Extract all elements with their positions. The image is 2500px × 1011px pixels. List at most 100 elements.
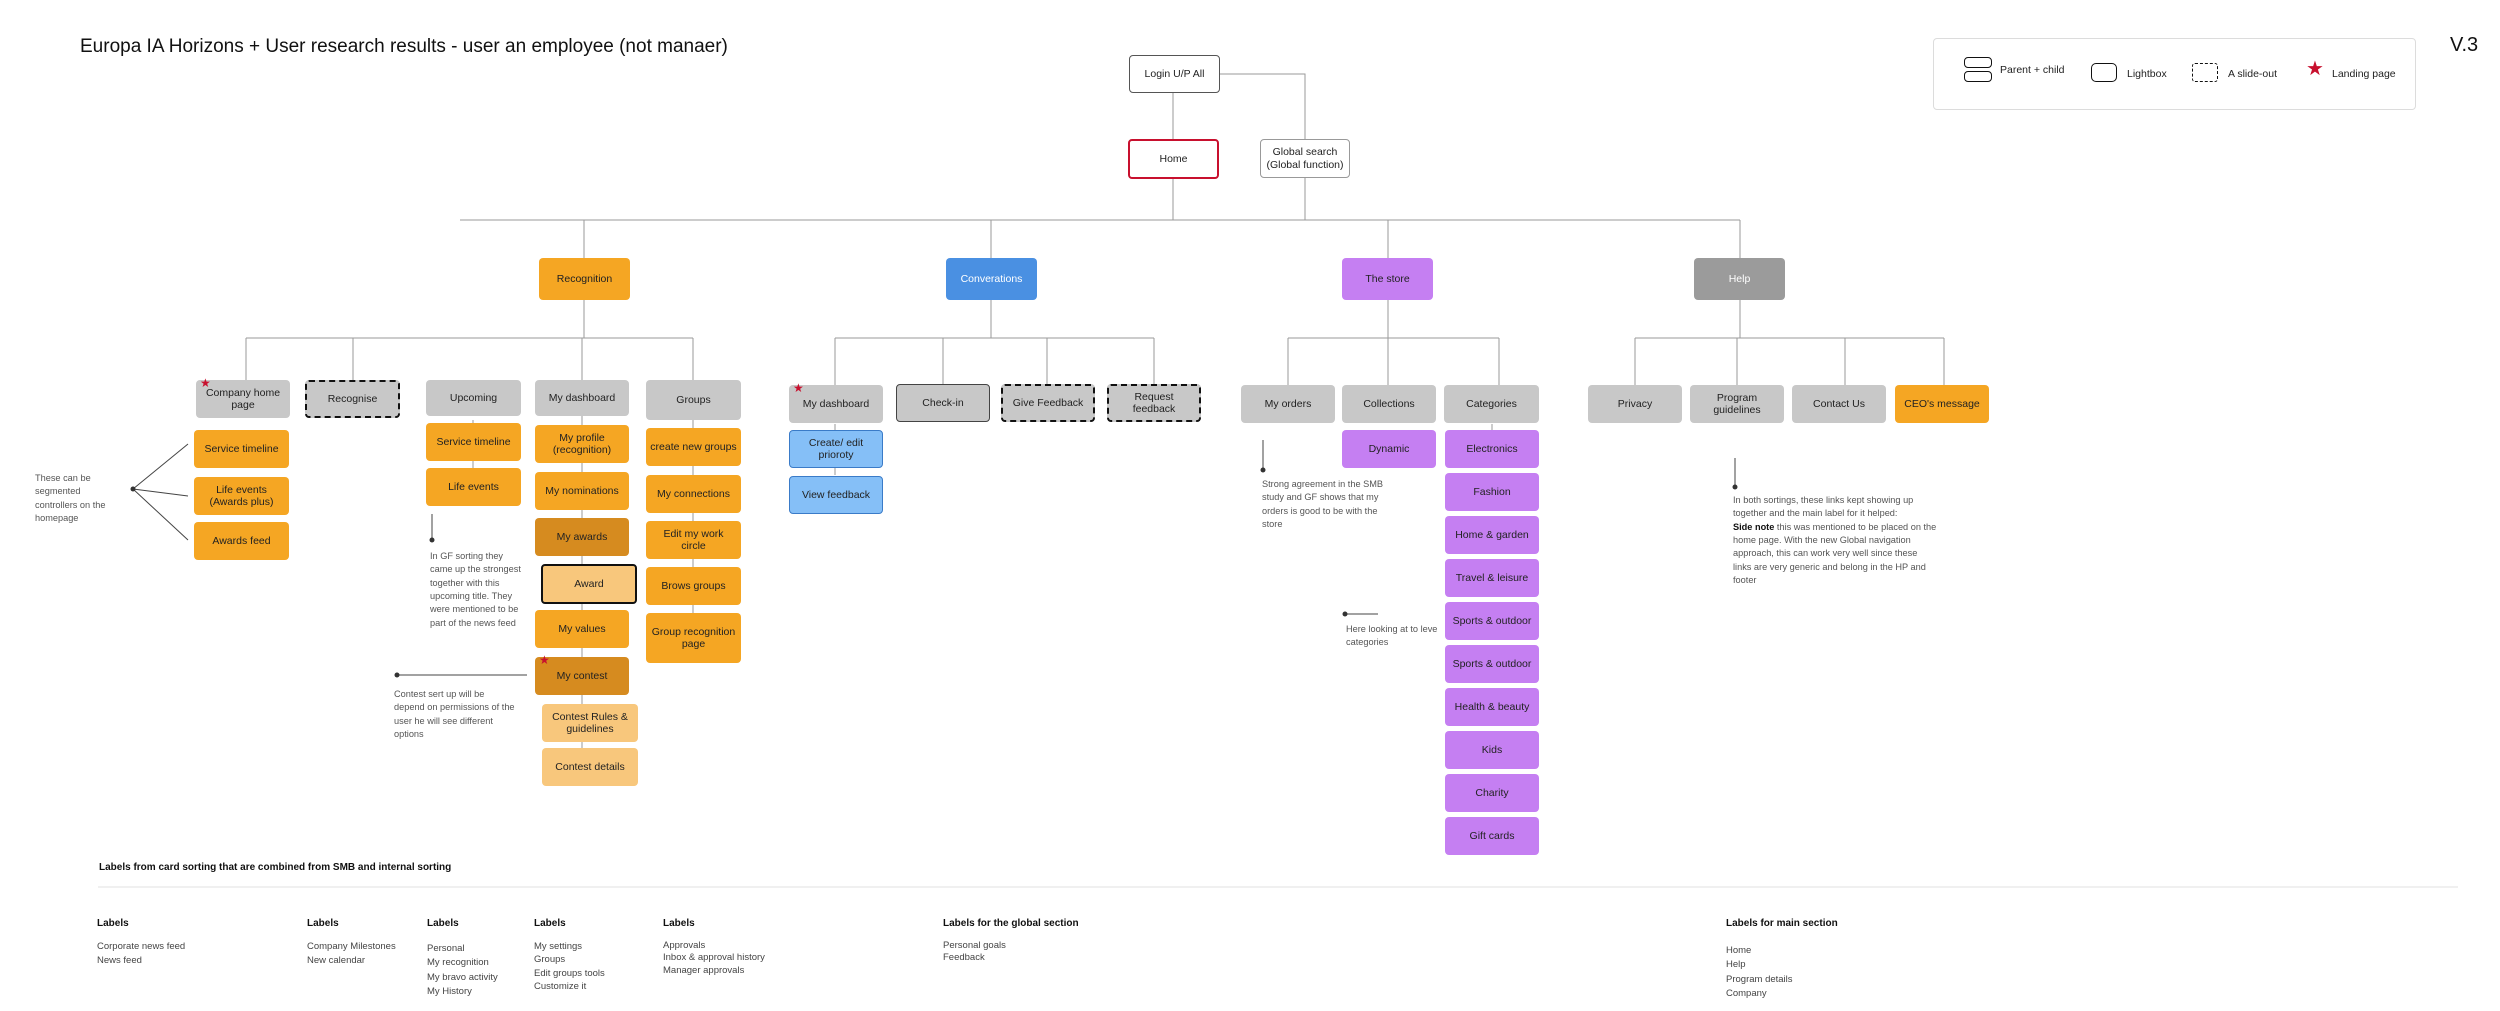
category-node: Sports & outdoor [1445,602,1539,640]
label-item: My bravo activity [427,971,498,983]
label-item: Inbox & approval history [663,952,765,964]
my-nominations-node: My nominations [535,472,629,510]
give-feedback-node: Give Feedback [1001,384,1095,422]
labels-group-list: Company Milestones New calendar [307,940,396,969]
parent-child-icon-child [1964,71,1992,82]
landing-star-icon: ★ [539,653,550,667]
label-item: Company Milestones [307,941,396,952]
view-feedback-label: View feedback [801,488,871,501]
category-node: Electronics [1445,430,1539,468]
dynamic-label: Dynamic [1368,442,1410,455]
category-node: Charity [1445,774,1539,812]
dynamic-node: Dynamic [1342,430,1436,468]
label-item: My settings [534,941,583,952]
awards-feed-node: Awards feed [194,522,289,560]
category-label: Kids [1481,743,1503,756]
labels-group-title: Labels [427,918,459,929]
category-node: Travel & leisure [1445,559,1539,597]
life-events-plus-node: Life events (Awards plus) [194,477,289,515]
labels-group-list: Corporate news feed News feed [97,940,185,969]
category-label: Health & beauty [1454,700,1530,713]
award-node: Award [541,564,637,604]
upcoming-node: Upcoming [426,380,521,416]
label-item: My History [427,985,472,997]
create-groups-label: create new groups [650,440,737,453]
category-node: Home & garden [1445,516,1539,554]
label-item: My recognition [427,957,489,969]
category-node: Gift cards [1445,817,1539,855]
groups-node: Groups [646,380,741,420]
check-in-node: Check-in [896,384,990,422]
service-timeline-label: Service timeline [204,442,279,455]
my-awards-label: My awards [556,530,608,543]
my-orders-label: My orders [1264,397,1312,410]
category-label: Home & garden [1455,528,1529,541]
category-node: Sports & outdoor [1445,645,1539,683]
my-nominations-label: My nominations [545,484,619,497]
group-recognition-node: Group recognition page [646,613,741,663]
note-help-side-note: this was mentioned to be placed on the h… [1733,521,1937,586]
group-recognition-label: Group recognition page [651,625,736,650]
recognition-node: Recognition [539,258,630,300]
my-values-label: My values [558,622,606,635]
labels-group-list: Personal My recognition My bravo activit… [427,942,498,999]
label-item: Personal [427,943,465,954]
edit-work-circle-label: Edit my work circle [663,527,724,552]
brows-groups-label: Brows groups [661,579,726,592]
privacy-node: Privacy [1588,385,1682,423]
parent-child-icon [1964,57,1992,68]
label-item: Edit groups tools [534,967,605,979]
view-feedback-node: View feedback [789,476,883,514]
give-feedback-label: Give Feedback [1012,396,1084,409]
check-in-label: Check-in [922,396,964,409]
note-categories: Here looking at to leve categories [1346,624,1438,648]
service-timeline-node: Service timeline [194,430,289,468]
labels-group-title: Labels [663,918,695,929]
recognise-label: Recognise [327,392,378,405]
conversations-label: Converations [960,272,1023,285]
contest-details-node: Contest details [542,748,638,786]
store-label: The store [1365,272,1410,285]
contest-rules-label: Contest Rules & guidelines [552,710,628,735]
labels-group-list: Approvals Inbox & approval history Manag… [663,940,765,977]
category-label: Gift cards [1469,829,1515,842]
my-profile-node: My profile (recognition) [535,425,629,463]
my-values-node: My values [535,610,629,648]
note-segmented: These can be segmented controllers on th… [35,473,106,524]
help-label: Help [1728,272,1751,285]
label-item: Personal goals [943,940,1006,951]
conv-dashboard-node: ★My dashboard [789,381,883,423]
collections-label: Collections [1363,397,1415,410]
my-connections-node: My connections [646,475,741,513]
life-events-node: Life events [426,468,521,506]
labels-heading: Labels from card sorting that are combin… [99,862,452,873]
program-guidelines-label: Program guidelines [1713,391,1761,416]
label-item: Corporate news feed [97,941,186,952]
contest-rules-node: Contest Rules & guidelines [542,704,638,742]
category-node: Fashion [1445,473,1539,511]
company-home-node: ★Company home page [196,376,290,418]
request-feedback-node: Request feedback [1107,384,1201,422]
categories-label: Categories [1466,397,1517,410]
label-item: Help [1726,959,1746,971]
lightbox-icon [2091,63,2117,82]
ceo-message-node: CEO's message [1895,385,1989,423]
labels-group-title: Labels for main section [1726,918,1838,929]
home-node: Home [1128,139,1219,179]
home-label: Home [1159,152,1188,165]
legend: Parent + child Lightbox A slide-out ★ La… [1933,38,2416,110]
category-label: Electronics [1466,442,1518,455]
note-help-intro: In both sortings, these links kept showi… [1733,495,1914,519]
page-title: Europa IA Horizons + User research resul… [80,36,728,57]
label-item: Feedback [943,952,985,964]
life-events-label: Life events [448,480,499,493]
help-node: Help [1694,258,1785,300]
award-label: Award [574,577,604,590]
label-item: Company [1726,987,1767,999]
categories-node: Categories [1444,385,1539,423]
store-node: The store [1342,258,1433,300]
label-item: Program details [1726,973,1793,985]
conv-dashboard-label: My dashboard [802,397,870,410]
labels-group-title: Labels for the global section [943,918,1079,929]
